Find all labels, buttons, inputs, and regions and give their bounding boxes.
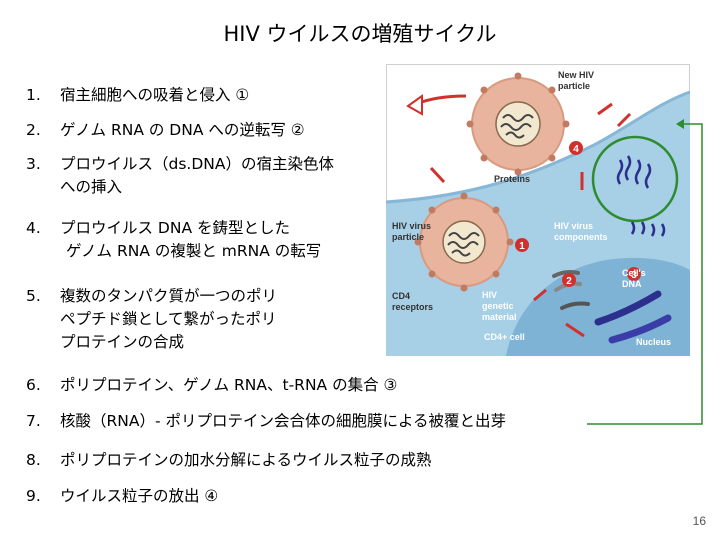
step-text: ウイルス粒子の放出 ④ xyxy=(60,487,219,505)
step-number: 1. xyxy=(26,86,41,104)
label-genetic-1: HIV xyxy=(482,290,497,300)
marker-1 xyxy=(515,238,529,252)
label-cd4-2: receptors xyxy=(392,302,433,312)
marker-4 xyxy=(569,141,583,155)
step-item: 2. ゲノム RNA の DNA への逆転写 ② xyxy=(26,119,305,142)
step-text: プロウイルス DNA を鋳型とした xyxy=(60,219,290,237)
step-number: 8. xyxy=(26,451,41,469)
step-item: 3. プロウイルス（ds.DNA）の宿主染色体 への挿入 xyxy=(26,153,334,199)
step-number: 5. xyxy=(26,287,41,305)
hiv-lifecycle-diagram: 1 2 3 4 New HIV particle Proteins HIV vi… xyxy=(386,64,690,356)
label-hiv-particle-1: HIV virus xyxy=(392,221,431,231)
hiv-virus-particle xyxy=(414,192,514,292)
step-number: 3. xyxy=(26,155,41,173)
label-cell-dna-1: Cell's xyxy=(622,268,646,278)
step-item: 9. ウイルス粒子の放出 ④ xyxy=(26,485,218,508)
assembly-arrow-1 xyxy=(597,102,613,116)
step-item: 4. プロウイルス DNA を鋳型とした ゲノム RNA の複製と mRNA の転… xyxy=(26,217,321,263)
label-genetic-3: material xyxy=(482,312,517,322)
step-number: 7. xyxy=(26,412,41,430)
slide-title: HIV ウイルスの増殖サイクル xyxy=(223,22,497,46)
step-item: 6. ポリプロテイン、ゲノム RNA、t-RNA の集合 ③ xyxy=(26,374,397,397)
release-arrow-head xyxy=(406,94,423,116)
rna-arrow xyxy=(533,288,547,302)
step-text: プロウイルス（ds.DNA）の宿主染色体 xyxy=(60,155,334,173)
page-number: 16 xyxy=(692,514,706,528)
budding-arrow xyxy=(429,166,446,184)
step-item: 5. 複数のタンパク質が一つのポリ ペプチド鎖として繋がったポリ プロテインの合成 xyxy=(26,285,277,354)
label-components-2: components xyxy=(554,232,608,242)
label-hiv-particle-2: particle xyxy=(392,232,424,242)
label-cd4-cell: CD4+ cell xyxy=(484,332,525,342)
step-text: 宿主細胞への吸着と侵入 ① xyxy=(60,86,250,104)
marker-4-label: 4 xyxy=(573,144,579,155)
label-cell-dna-2: DNA xyxy=(622,279,642,289)
step-text: ポリプロテインの加水分解によるウイルス粒子の成熟 xyxy=(60,451,432,469)
step-text: ペプチド鎖として繋がったポリ xyxy=(60,310,277,328)
integration-arrow xyxy=(565,322,585,338)
marker-2 xyxy=(562,273,576,287)
step-number: 9. xyxy=(26,487,41,505)
label-new-hiv-2: particle xyxy=(558,81,590,91)
step-text: への挿入 xyxy=(60,178,123,196)
step-text: 核酸（RNA）- ポリプロテイン会合体の細胞膜による被覆と出芽 xyxy=(60,412,507,430)
step-number: 4. xyxy=(26,219,41,237)
label-components-1: HIV virus xyxy=(554,221,593,231)
step-text: ゲノム RNA の DNA への逆転写 ② xyxy=(60,121,305,139)
label-genetic-2: genetic xyxy=(482,301,514,311)
step-text: ゲノム RNA の複製と mRNA の転写 xyxy=(66,242,322,260)
step-text: ポリプロテイン、ゲノム RNA、t-RNA の集合 ③ xyxy=(60,376,398,394)
label-proteins: Proteins xyxy=(494,174,530,184)
step-number: 2. xyxy=(26,121,41,139)
cell-membrane xyxy=(386,90,690,204)
label-cd4-1: CD4 xyxy=(392,291,410,301)
label-new-hiv-1: New HIV xyxy=(558,70,594,80)
step-number: 6. xyxy=(26,376,41,394)
step-text: プロテインの合成 xyxy=(60,333,185,351)
marker-2-label: 2 xyxy=(566,276,572,287)
step-item: 8. ポリプロテインの加水分解によるウイルス粒子の成熟 xyxy=(26,449,432,472)
step-item: 1. 宿主細胞への吸着と侵入 ① xyxy=(26,84,249,107)
label-nucleus: Nucleus xyxy=(636,337,671,347)
step-text: 複数のタンパク質が一つのポリ xyxy=(60,287,278,305)
new-hiv-particle xyxy=(466,72,570,176)
step-item: 7. 核酸（RNA）- ポリプロテイン会合体の細胞膜による被覆と出芽 xyxy=(26,410,506,433)
marker-1-label: 1 xyxy=(519,241,525,252)
